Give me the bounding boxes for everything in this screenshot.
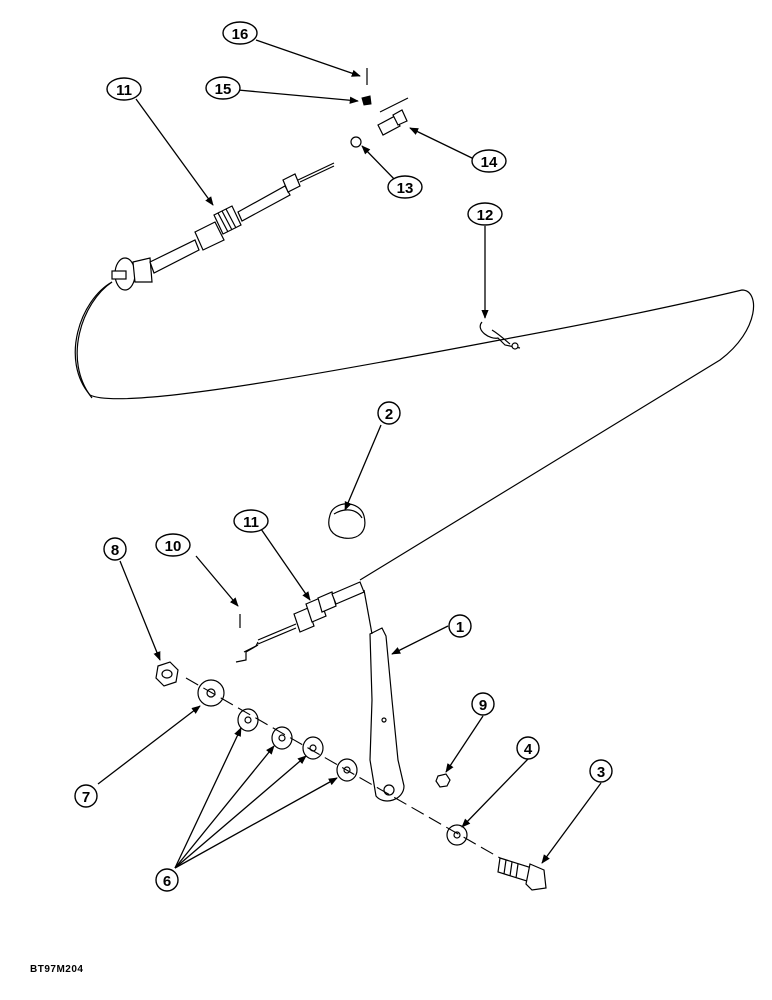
hex-bolt [497, 857, 547, 891]
callout-11-top: 11 [106, 77, 142, 101]
callout-12: 12 [467, 202, 503, 226]
throttle-cable-lower [235, 581, 365, 663]
hand-lever [363, 589, 405, 802]
callout-6: 6 [155, 868, 179, 892]
svg-text:3: 3 [597, 764, 605, 781]
small-nut [435, 773, 451, 788]
svg-text:9: 9 [479, 697, 487, 714]
callout-11-bottom: 11 [233, 509, 269, 533]
svg-text:16: 16 [232, 26, 249, 43]
svg-text:11: 11 [116, 82, 132, 99]
svg-text:11: 11 [243, 514, 259, 531]
svg-text:8: 8 [111, 542, 119, 559]
callout-3: 3 [589, 759, 613, 783]
svg-text:12: 12 [477, 207, 494, 224]
callout-9: 9 [471, 692, 495, 716]
lock-nut [155, 661, 179, 687]
svg-text:15: 15 [215, 81, 232, 98]
callout-10: 10 [155, 533, 191, 557]
svg-text:6: 6 [163, 873, 171, 890]
flat-washer [446, 824, 468, 846]
callout-7: 7 [74, 784, 98, 808]
callout-16: 16 [222, 21, 258, 45]
callout-8: 8 [103, 537, 127, 561]
svg-text:10: 10 [165, 538, 182, 555]
assembly-centerline [185, 677, 501, 859]
cable-clip [479, 321, 521, 350]
callout-13: 13 [387, 175, 423, 199]
leader-lines [97, 39, 602, 869]
callout-15: 15 [205, 76, 241, 100]
callout-14: 14 [471, 149, 507, 173]
upper-hardware [350, 68, 409, 148]
handle-knob [328, 503, 366, 539]
svg-text:13: 13 [397, 180, 414, 197]
svg-text:2: 2 [385, 406, 393, 423]
large-washer [197, 679, 225, 707]
figure-code: BT97M204 [30, 964, 84, 975]
callout-2: 2 [377, 401, 401, 425]
throttle-cable-upper [74, 162, 755, 581]
callout-4: 4 [516, 736, 540, 760]
svg-text:1: 1 [456, 619, 464, 636]
svg-text:14: 14 [481, 154, 498, 171]
svg-text:4: 4 [524, 741, 533, 758]
friction-discs [237, 708, 358, 782]
svg-text:7: 7 [82, 789, 90, 806]
callout-1: 1 [448, 614, 472, 638]
